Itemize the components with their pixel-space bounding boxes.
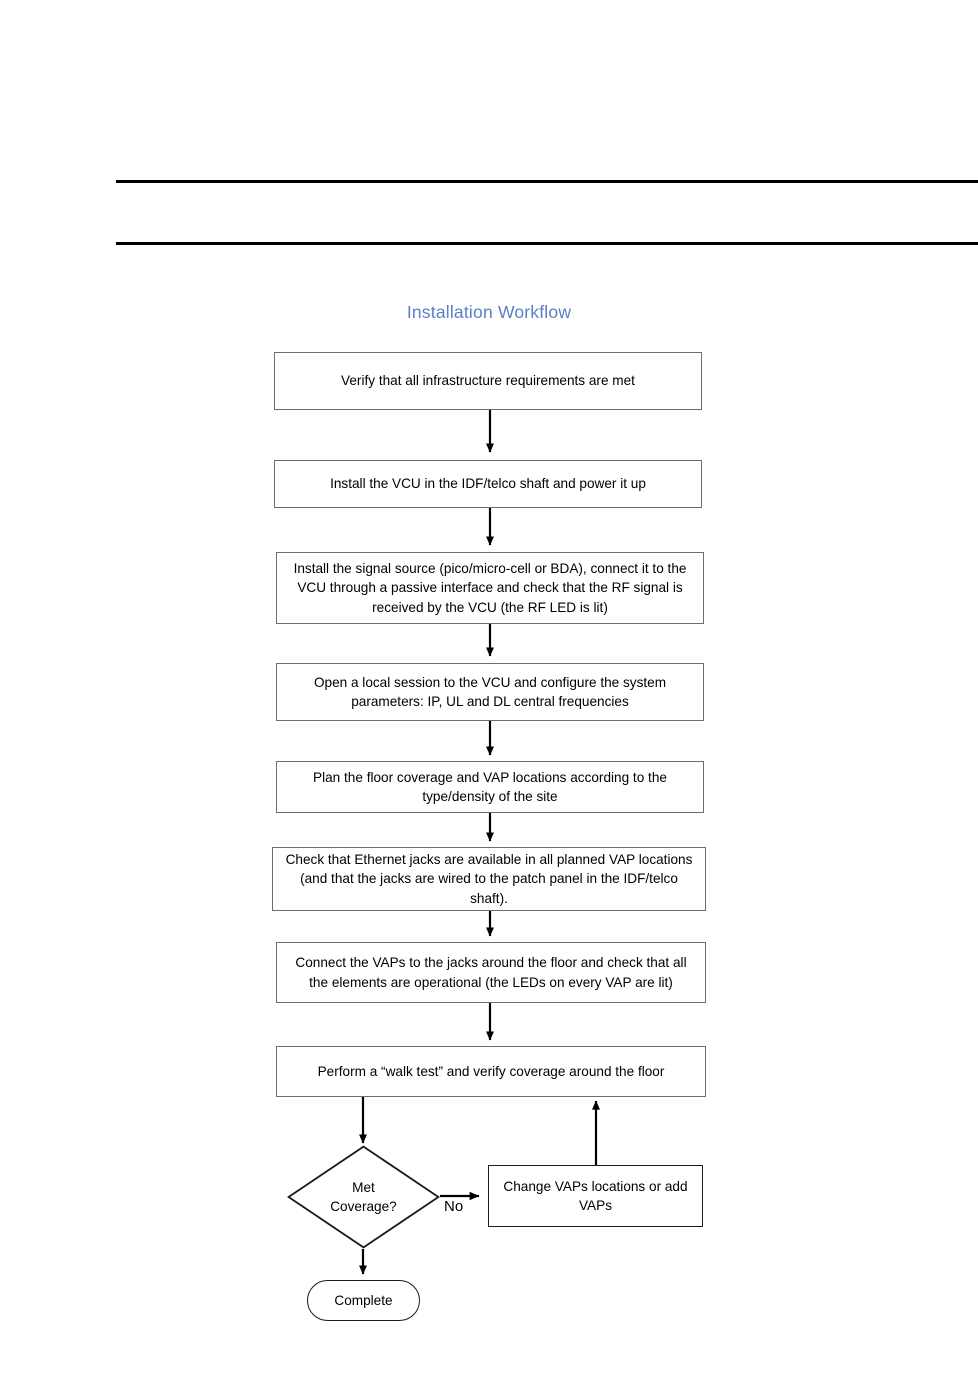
node-install-vcu[interactable]: Install the VCU in the IDF/telco shaft a…	[274, 460, 702, 508]
node-open-local-session[interactable]: Open a local session to the VCU and conf…	[276, 663, 704, 721]
diamond-shape	[287, 1145, 440, 1249]
decision-label: Met Coverage?	[330, 1178, 397, 1217]
node-label: Check that Ethernet jacks are available …	[285, 852, 693, 906]
node-label: Plan the floor coverage and VAP location…	[313, 769, 667, 804]
diagram-title: Installation Workflow	[406, 302, 572, 322]
node-label: Install the signal source (pico/micro-ce…	[293, 561, 687, 615]
node-label: Verify that all infrastructure requireme…	[341, 373, 635, 389]
header-rule-bottom	[116, 242, 978, 245]
decision-label-line1: Met	[352, 1179, 375, 1195]
node-label: Open a local session to the VCU and conf…	[313, 674, 667, 709]
header-rule-top	[116, 180, 978, 183]
decision-label-line2: Coverage?	[330, 1199, 397, 1214]
node-connect-vaps[interactable]: Connect the VAPs to the jacks around the…	[276, 942, 706, 1003]
node-label: Install the VCU in the IDF/telco shaft a…	[330, 476, 646, 492]
node-label: Change VAPs locations or add VAPs	[503, 1178, 688, 1213]
node-verify-infrastructure[interactable]: Verify that all infrastructure requireme…	[274, 352, 702, 410]
edge-label-no: No	[444, 1198, 464, 1215]
terminator-label: Complete	[334, 1293, 393, 1308]
node-plan-floor-coverage[interactable]: Plan the floor coverage and VAP location…	[276, 761, 704, 813]
node-label: Perform a “walk test” and verify coverag…	[317, 1063, 665, 1079]
node-change-vaps[interactable]: Change VAPs locations or add VAPs	[488, 1165, 703, 1227]
decision-met-coverage[interactable]: Met Coverage?	[287, 1145, 440, 1249]
node-check-ethernet-jacks[interactable]: Check that Ethernet jacks are available …	[272, 847, 706, 911]
node-label: Connect the VAPs to the jacks around the…	[295, 955, 687, 990]
node-walk-test[interactable]: Perform a “walk test” and verify coverag…	[276, 1046, 706, 1097]
node-install-signal-source[interactable]: Install the signal source (pico/micro-ce…	[276, 552, 704, 624]
terminator-complete[interactable]: Complete	[307, 1280, 420, 1321]
